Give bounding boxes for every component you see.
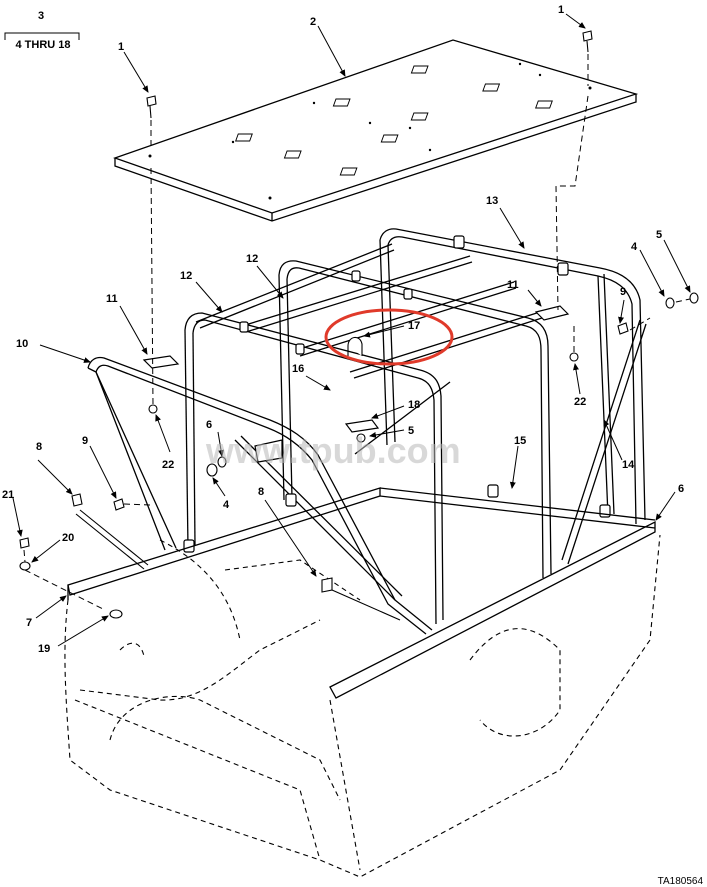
- highlight-ring: [324, 308, 454, 366]
- top-panel: [113, 39, 639, 222]
- callout-11-right: 11: [507, 279, 519, 291]
- callout-12-b: 12: [246, 253, 258, 265]
- callout-2: 2: [310, 16, 316, 28]
- group-header: 3 4 THRU 18: [4, 10, 80, 51]
- callout-9-right: 9: [620, 286, 626, 298]
- callout-14: 14: [622, 459, 635, 471]
- fasteners: [19, 30, 699, 621]
- group-number: 3: [38, 10, 44, 22]
- callout-20: 20: [62, 532, 74, 544]
- callout-5-mid: 5: [408, 425, 414, 437]
- callout-10: 10: [16, 338, 28, 350]
- callout-12-a: 12: [180, 270, 192, 282]
- callout-17: 17: [408, 320, 420, 332]
- callout-11-left: 11: [106, 293, 118, 305]
- assembly-lines: [23, 54, 691, 611]
- callout-19: 19: [38, 643, 50, 655]
- callout-8-mid: 8: [258, 486, 264, 498]
- group-range: 4 THRU 18: [15, 39, 70, 51]
- callout-6-right: 6: [678, 483, 684, 495]
- callout-13: 13: [486, 195, 498, 207]
- callout-5-right: 5: [656, 229, 662, 241]
- callout-7: 7: [26, 617, 32, 629]
- callout-21: 21: [2, 489, 14, 501]
- callout-22-right: 22: [574, 396, 586, 408]
- frame-bows: [87, 228, 647, 635]
- callout-4-left: 4: [223, 499, 230, 511]
- callout-1-right: 1: [558, 4, 564, 16]
- watermark: www.tpub.com: [205, 430, 461, 471]
- callout-4-right: 4: [631, 241, 638, 253]
- callout-15: 15: [514, 435, 526, 447]
- frame-joints: [183, 235, 611, 553]
- leader-lines: [12, 13, 691, 647]
- callout-labels: 1 1 2 4 5 11 11 10 12 12 13 9 14 15 16 1…: [2, 4, 684, 655]
- callout-8-left: 8: [36, 441, 42, 453]
- bed-rails: [67, 487, 656, 699]
- callout-1-left: 1: [118, 41, 124, 53]
- callout-18: 18: [408, 399, 420, 411]
- callout-6-left: 6: [206, 419, 212, 431]
- callout-9-left: 9: [82, 435, 88, 447]
- callout-16: 16: [292, 363, 304, 375]
- callout-22-left: 22: [162, 459, 174, 471]
- truck-bed-outline: [64, 534, 661, 878]
- figure-reference: TA180564: [658, 876, 704, 887]
